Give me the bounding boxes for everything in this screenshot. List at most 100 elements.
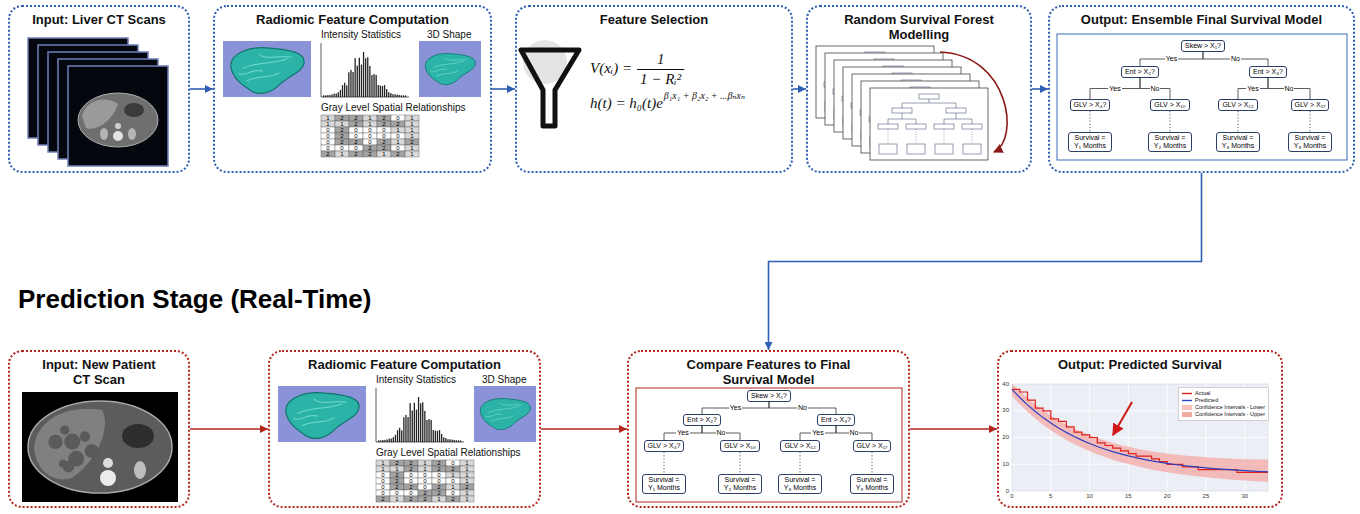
histogram-bar — [346, 85, 347, 97]
histogram-bar — [363, 52, 364, 97]
matrix-cell-shade — [418, 496, 432, 502]
matrix-cell: 2 — [446, 466, 460, 472]
branch-label: Yes — [1246, 85, 1259, 93]
matrix-cell: 1 — [391, 139, 405, 145]
matrix-cell-shade — [349, 145, 363, 151]
ct-stomach — [124, 103, 144, 117]
tree-branch — [1203, 52, 1268, 66]
matrix-cell: 1 — [321, 115, 335, 121]
histogram-bar — [443, 437, 444, 442]
matrix-cell-shade — [349, 121, 363, 127]
branch-label: No — [716, 429, 727, 437]
matrix-cell-shade — [405, 151, 419, 157]
tree-node: Ent > X₂? — [683, 414, 721, 426]
matrix-cell-shade — [446, 484, 460, 490]
matrix-cell-shade — [432, 484, 446, 490]
matrix-cell: 1 — [335, 151, 349, 157]
histogram-bar — [407, 417, 408, 442]
flow-arrow — [190, 428, 268, 430]
matrix-cell-shade — [460, 472, 474, 478]
matrix-cell-shade — [404, 478, 418, 484]
mini-tree-box — [892, 108, 912, 113]
ct-aorta — [103, 458, 113, 468]
matrix-cell-shade — [349, 115, 363, 121]
matrix-cell-shade — [391, 121, 405, 127]
matrix-cell: 2 — [390, 478, 404, 484]
legend-row: Predicted — [1182, 397, 1265, 404]
box-title: Radiomic Feature Computation — [215, 12, 490, 27]
histogram-bar — [367, 57, 368, 97]
ct-lesion — [80, 431, 90, 441]
tree-node-text: GLV > X₁₀ — [1154, 101, 1185, 108]
matrix-cell-shade — [363, 139, 377, 145]
matrix-cell: 1 — [446, 484, 460, 490]
tree-node-text: Skew > X₁? — [751, 392, 787, 399]
histogram-bar — [399, 95, 400, 97]
ct-lesion — [59, 460, 67, 468]
matrix-cell: 2 — [349, 151, 363, 157]
matrix-cell: 1 — [363, 115, 377, 121]
matrix-cell-shade — [460, 490, 474, 496]
stage-heading: Prediction Stage (Real-Time) — [18, 284, 372, 314]
tree-branch — [740, 452, 741, 474]
axis-tick: 25 — [1203, 493, 1210, 500]
panel-label: Intensity Statistics — [376, 374, 456, 386]
histogram-axis — [376, 388, 377, 442]
tree-branch — [1140, 52, 1203, 66]
histogram-bar — [449, 439, 450, 442]
histogram-bar — [392, 94, 393, 97]
matrix-cell: 1 — [391, 127, 405, 133]
matrix-cell-shade — [405, 139, 419, 145]
branch-label: Yes — [1165, 55, 1178, 63]
matrix-cell-shade — [363, 133, 377, 139]
histogram-bar — [405, 415, 406, 442]
axis-tick: 30 — [1241, 493, 1248, 500]
tree-node-text: Survival = Y₉ Months — [1294, 134, 1326, 149]
histogram-bar — [369, 66, 370, 97]
box-title: Input: New Patient CT Scan — [37, 357, 162, 387]
panel-label: Gray Level Spatial Relationships — [376, 447, 521, 459]
histogram-bar — [382, 86, 383, 97]
tree-branch — [769, 402, 836, 414]
stage-box: Input: New Patient CT Scan — [8, 350, 190, 508]
legend-swatch — [1182, 405, 1192, 410]
histogram-bar — [412, 411, 413, 442]
histogram-bar — [355, 58, 356, 97]
histogram-bar — [380, 440, 381, 442]
matrix-cell-shade — [405, 121, 419, 127]
stage-box: Random Survival Forest Modelling — [806, 5, 1032, 173]
matrix-cell-shade — [363, 115, 377, 121]
axis-tick: 20 — [1164, 493, 1171, 500]
histogram-bar — [378, 85, 379, 97]
matrix-cell-shade — [377, 151, 391, 157]
formula-text: V(xᵢ) = — [590, 60, 632, 77]
matrix-cell-shade — [460, 478, 474, 484]
matrix-cell: 0 — [418, 472, 432, 478]
histogram-bar — [371, 75, 372, 97]
histogram-bar — [399, 428, 400, 442]
liver-surface — [286, 393, 359, 439]
matrix-cell-shade — [390, 472, 404, 478]
matrix-cell: 2 — [404, 460, 418, 466]
ct-liver — [34, 409, 105, 480]
matrix-cell-shade — [405, 127, 419, 133]
matrix-cell: 1 — [405, 133, 419, 139]
mini-tree-box — [963, 144, 981, 154]
matrix-cell: 0 — [376, 490, 390, 496]
histogram-bar — [452, 440, 453, 442]
matrix-cell: 1 — [405, 115, 419, 121]
matrix-cell: 0 — [404, 490, 418, 496]
tree-card — [870, 88, 988, 160]
matrix-cell-shade — [405, 145, 419, 151]
matrix-cell: 2 — [390, 484, 404, 490]
liver-shape — [286, 393, 359, 439]
matrix-cell-shade — [335, 133, 349, 139]
matrix-cell-shade — [418, 466, 432, 472]
axis-tick: 15 — [1125, 493, 1132, 500]
histogram-bar — [361, 65, 362, 97]
mini-tree-box — [907, 144, 925, 154]
matrix-cell: 0 — [404, 478, 418, 484]
histogram-bar — [394, 94, 395, 97]
tree-node-text: Survival = Y₂ Months — [724, 476, 756, 491]
matrix-cell-shade — [321, 133, 335, 139]
